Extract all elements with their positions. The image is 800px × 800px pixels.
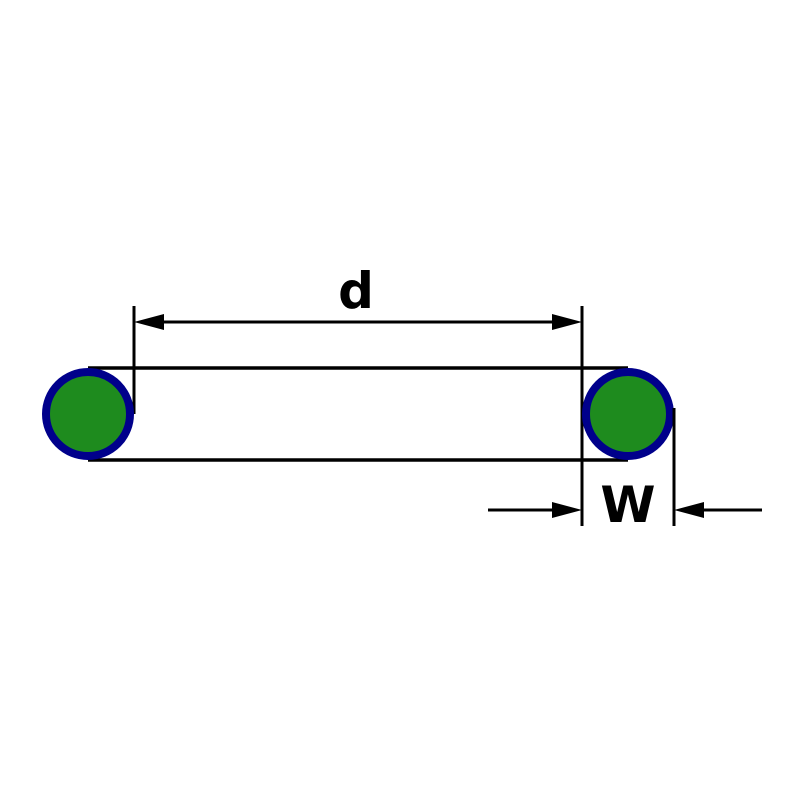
d-arrowhead-right-icon [552,314,582,330]
left-ring-cross-section [42,368,134,460]
right-ring-cross-section [582,368,674,460]
w-arrowhead-right-icon [674,502,704,518]
d-label: d [338,262,374,320]
w-arrowhead-left-icon [552,502,582,518]
d-arrowhead-left-icon [134,314,164,330]
w-label: W [600,476,655,534]
